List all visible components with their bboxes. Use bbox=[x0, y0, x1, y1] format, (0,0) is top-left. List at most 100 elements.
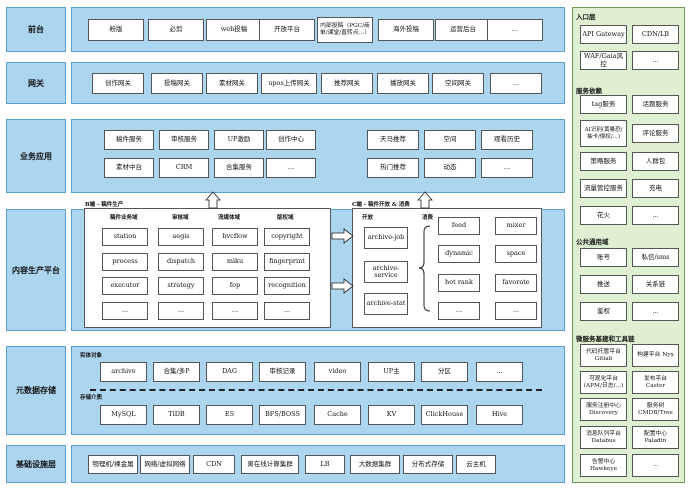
business-item: UP激励 bbox=[214, 130, 264, 150]
storage-item: BFS/BOSS bbox=[259, 405, 306, 425]
entity-item: 审核记录 bbox=[259, 362, 306, 382]
entity-title: 实体对象 bbox=[80, 353, 103, 359]
b-service: executor bbox=[102, 277, 148, 295]
entity-item: archive bbox=[100, 362, 147, 382]
frontend-item: 粉版 bbox=[88, 19, 144, 41]
b-service: copyright bbox=[264, 228, 310, 246]
sidebar-item: tag服务 bbox=[580, 95, 627, 114]
storage-item: Cache bbox=[314, 405, 361, 425]
c-consume-service: mixer bbox=[495, 217, 537, 235]
b-service: aegis bbox=[158, 228, 204, 246]
business-item: ... bbox=[481, 158, 533, 178]
storage-title: 存储介质 bbox=[80, 395, 103, 401]
c-consume-service: space bbox=[495, 245, 537, 263]
row-label-frontend: 前台 bbox=[6, 7, 66, 52]
business-item: 创作中心 bbox=[266, 130, 316, 150]
entity-item: video bbox=[314, 362, 361, 382]
up-arrow-icon bbox=[205, 191, 221, 209]
frontend-item: 必剪 bbox=[148, 19, 204, 41]
c-consume-label: 消费 bbox=[422, 215, 434, 221]
infra-item: CDN bbox=[193, 455, 235, 474]
c-consume-service: feed bbox=[438, 217, 480, 235]
gateway-item: 投稿网关 bbox=[151, 73, 203, 94]
sidebar-item: 可观化平台 (APM/日志/...) bbox=[580, 371, 627, 394]
gateway-item: 创作网关 bbox=[92, 73, 144, 94]
gateway-item: ... bbox=[490, 73, 542, 94]
brace-icon bbox=[418, 225, 431, 312]
infra-item: 分布式存储 bbox=[403, 455, 453, 474]
row-label-metadata: 元数据存储 bbox=[6, 346, 66, 435]
business-item: 空间 bbox=[424, 130, 476, 150]
frontend-item: ... bbox=[487, 19, 543, 41]
frontend-item: 海外投稿 bbox=[378, 19, 434, 41]
sidebar-item: 消息队列平台 Databus bbox=[580, 426, 627, 449]
sidebar-section-title: 公共通用域 bbox=[576, 238, 609, 246]
b-service: fingerprint bbox=[264, 253, 310, 271]
sidebar-item: 账号 bbox=[580, 248, 627, 267]
c-open-service: archive-stat bbox=[364, 293, 408, 315]
sidebar-item: 服务树 CMDB/Tree bbox=[632, 398, 679, 421]
c-open-service: archive-job bbox=[364, 227, 408, 249]
sidebar-item: 服务注册中心 Discovery bbox=[580, 398, 627, 421]
b-service: recognition bbox=[264, 277, 310, 295]
storage-item: Hive bbox=[476, 405, 523, 425]
business-item: 稿件服务 bbox=[104, 130, 154, 150]
sidebar-item: 流量管控服务 bbox=[580, 179, 627, 198]
sidebar-item: ... bbox=[632, 302, 679, 321]
gateway-item: 播放网关 bbox=[377, 73, 429, 94]
b-domain-header: 流媒体域 bbox=[218, 215, 241, 221]
entity-item: 分区 bbox=[421, 362, 468, 382]
gateway-item: 空间网关 bbox=[432, 73, 484, 94]
infra-item: LB bbox=[305, 455, 345, 474]
sidebar-item: 充电 bbox=[632, 179, 679, 198]
b-domain-header: 审核域 bbox=[172, 215, 189, 221]
sidebar-item: 告警中心 Hawkeye bbox=[580, 454, 627, 477]
b-service: process bbox=[102, 253, 148, 271]
row-label-content: 内容生产平台 bbox=[6, 209, 66, 331]
row-label-business: 业务应用 bbox=[6, 119, 66, 193]
sidebar-item: WAF/Gaia风控 bbox=[580, 51, 627, 70]
b-service: bvcflow bbox=[212, 228, 258, 246]
sidebar-item: 构建平台 Nyx bbox=[632, 344, 679, 367]
business-item: 审核服务 bbox=[159, 130, 209, 150]
b-domain-header: 版权域 bbox=[277, 215, 294, 221]
row-label-gateway: 网关 bbox=[6, 62, 66, 104]
right-arrow-icon bbox=[331, 278, 354, 294]
storage-item: KV bbox=[368, 405, 415, 425]
c-open-label: 开放 bbox=[362, 215, 374, 221]
storage-item: ClickHouse bbox=[421, 405, 468, 425]
b-service: strategy bbox=[158, 277, 204, 295]
frontend-item: 内部投稿（PGC/商单/课堂/直转点…） bbox=[317, 17, 373, 43]
b-service: ... bbox=[264, 302, 310, 320]
sidebar-item: 评论服务 bbox=[632, 124, 679, 143]
business-item: 热门推荐 bbox=[367, 158, 419, 178]
sidebar-item: 关系链 bbox=[632, 275, 679, 294]
business-item: 素材中台 bbox=[104, 158, 154, 178]
sidebar-item: ... bbox=[632, 454, 679, 477]
row-label-infra: 基础设施层 bbox=[6, 445, 66, 483]
business-item: CRM bbox=[159, 158, 209, 178]
storage-divider bbox=[90, 389, 542, 391]
infra-item: 物理机/裸金属 bbox=[88, 455, 138, 474]
storage-item: TiDB bbox=[153, 405, 200, 425]
storage-item: MySQL bbox=[100, 405, 147, 425]
sidebar-item: 策略服务 bbox=[580, 152, 627, 171]
gateway-item: 素材网关 bbox=[206, 73, 258, 94]
right-arrow-icon bbox=[331, 228, 354, 244]
infra-item: 大数据集群 bbox=[350, 455, 400, 474]
c-open-service: archive-service bbox=[364, 261, 408, 283]
c-side-title: C端 - 稿件开放 & 消费 bbox=[352, 202, 410, 208]
gateway-item: upos上传网关 bbox=[261, 73, 317, 94]
sidebar-item: 发布平台 Caster bbox=[632, 371, 679, 394]
business-item: 动态 bbox=[424, 158, 476, 178]
b-service: fop bbox=[212, 277, 258, 295]
sidebar-item: 配置中心 Paladin bbox=[632, 426, 679, 449]
b-service: ... bbox=[212, 302, 258, 320]
sidebar-item: 鉴权 bbox=[580, 302, 627, 321]
sidebar-section-title: 微服务基建和工具链 bbox=[576, 335, 635, 343]
b-domain-header: 稿件业务域 bbox=[110, 215, 138, 221]
infra-item: 云主机 bbox=[456, 455, 496, 474]
c-consume-service: hot rank bbox=[438, 274, 480, 292]
business-item: 天马推荐 bbox=[367, 130, 419, 150]
